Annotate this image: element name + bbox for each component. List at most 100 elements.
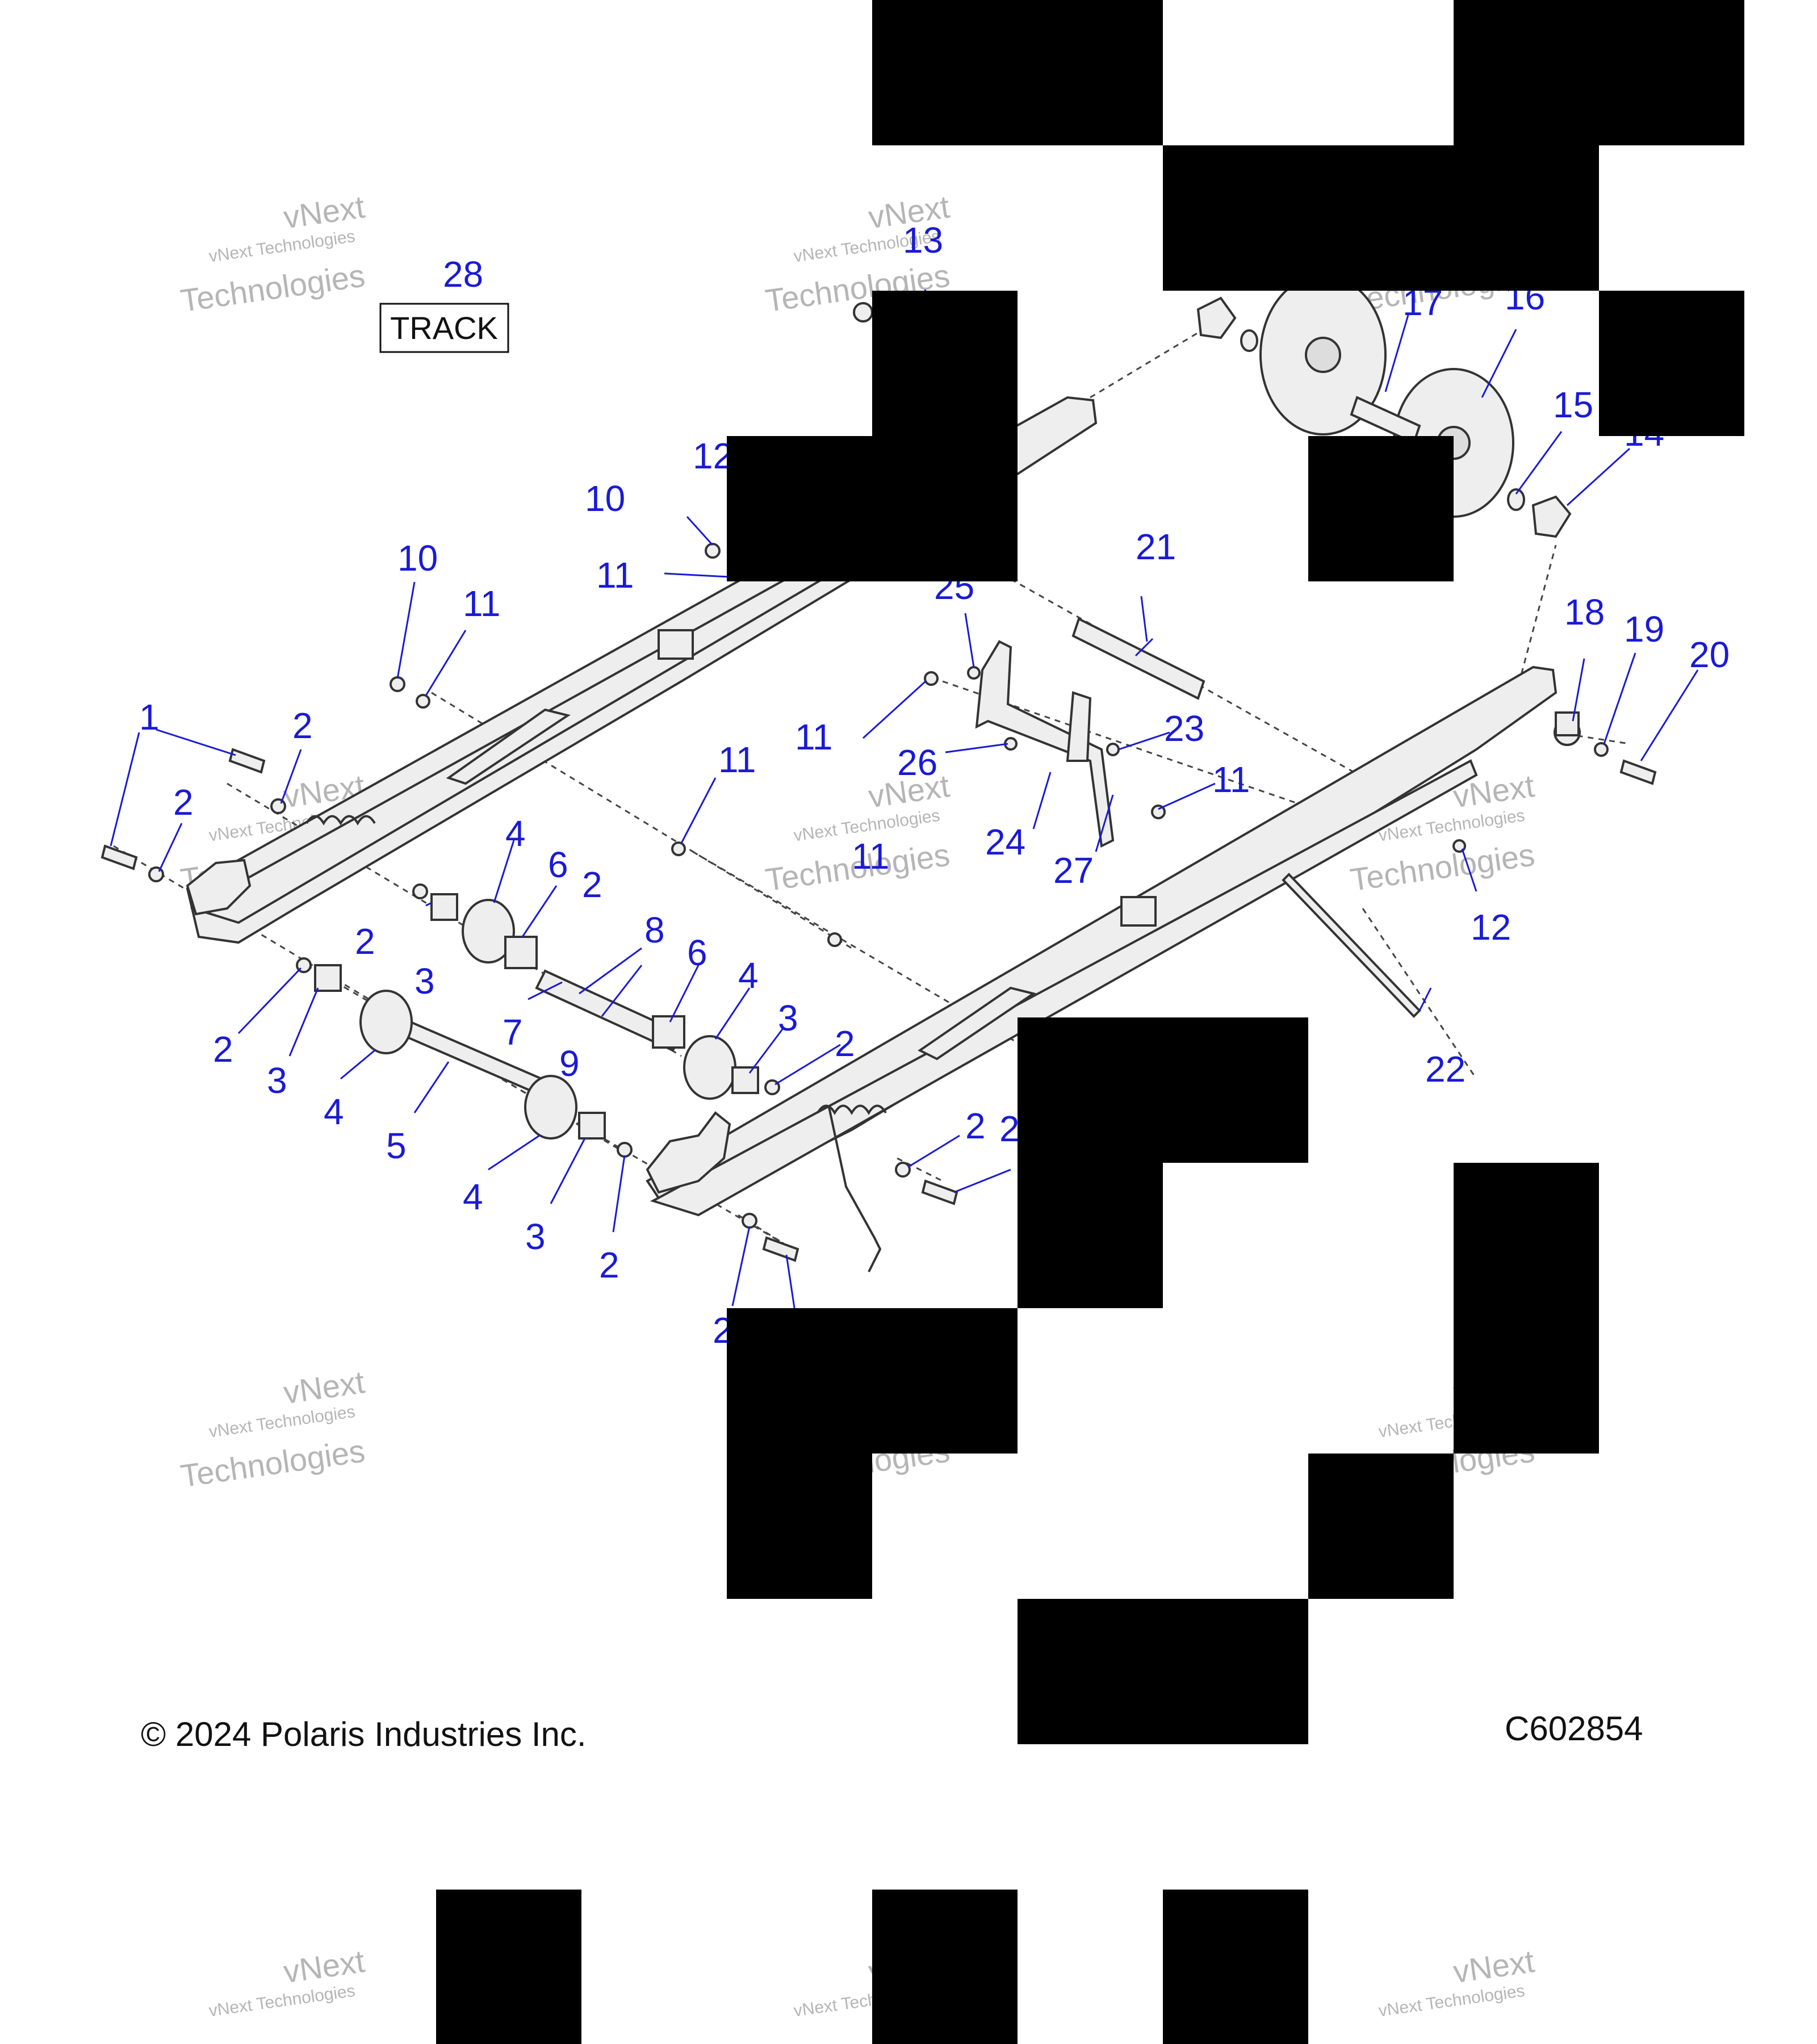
svg-text:vNext: vNext: [281, 1943, 367, 1989]
bolt-1: [228, 748, 266, 774]
callout: 19: [1624, 609, 1664, 650]
nut-25: [967, 666, 981, 680]
left-rail-brace: [446, 708, 571, 785]
callout: 24: [985, 822, 1025, 862]
leader-lines: [110, 289, 1699, 1312]
spacer-6: [652, 1015, 685, 1049]
svg-text:vNext: vNext: [281, 189, 367, 235]
callout: 11: [463, 583, 500, 624]
track-box: [379, 303, 509, 353]
callout: 15: [1553, 384, 1593, 425]
leader-line: [945, 743, 1008, 753]
leader-line: [527, 981, 563, 1000]
washer: [1240, 329, 1258, 352]
cross-bolt-22: [1282, 873, 1421, 1018]
leader-line: [237, 967, 302, 1034]
leader-line: [1566, 447, 1631, 506]
axle-7: [535, 969, 683, 1052]
wheel-4: [359, 990, 413, 1054]
spacer-6: [504, 936, 538, 969]
leader-line: [1384, 315, 1409, 392]
left-spring: [305, 815, 376, 826]
callout: 27: [1053, 850, 1094, 891]
redaction-block: [1599, 291, 1744, 436]
assembly-line: [897, 1157, 943, 1182]
redaction-block: [872, 291, 1018, 436]
spacer-3: [578, 1112, 606, 1140]
svg-text:vNext Technologies: vNext Technologies: [208, 1982, 357, 2021]
callout: 3: [525, 1216, 546, 1257]
leader-line: [862, 680, 927, 739]
washer-11: [671, 841, 686, 856]
spacer-3: [314, 964, 342, 992]
leader-line: [1481, 329, 1517, 398]
diagram-code: C602854: [1505, 1710, 1643, 1748]
assembly-line: [1362, 908, 1477, 1079]
right-rail-slide: [650, 759, 1478, 1217]
watermark: vNext Technologies vNext Technologies: [178, 1364, 367, 1494]
leader-line: [908, 1134, 960, 1168]
callout: 11: [1212, 759, 1250, 800]
watermark: vNext Technologies vNext: [208, 1943, 367, 2021]
svg-text:vNext: vNext: [1451, 1943, 1537, 1989]
callout: 11: [718, 739, 756, 780]
callout: 20: [1689, 634, 1730, 675]
bolt: [921, 1179, 958, 1205]
wheel-4: [683, 1035, 736, 1100]
leader-line: [110, 732, 140, 847]
callout: 5: [386, 1125, 407, 1166]
watermark: vNext Technologies vNext: [1378, 1943, 1537, 2021]
callout: 4: [505, 813, 526, 854]
callout: 4: [324, 1091, 344, 1132]
leader-line: [748, 1027, 785, 1074]
nut-10: [390, 676, 405, 692]
leader-line: [158, 823, 183, 872]
svg-text:Technologies: Technologies: [178, 257, 367, 319]
washer-2: [148, 866, 164, 882]
redaction-block: [1163, 1890, 1308, 2044]
redaction-block: [1308, 436, 1454, 581]
washer-11: [827, 932, 842, 947]
callout: 6: [548, 844, 568, 885]
callout: 10: [397, 538, 438, 579]
leader-line: [425, 630, 467, 696]
leader-line: [396, 581, 416, 679]
front-axle-assembly: [314, 893, 759, 1140]
callout: 2: [213, 1029, 233, 1070]
redaction-block: [1163, 145, 1599, 291]
washer-2: [617, 1142, 633, 1158]
leader-line: [280, 749, 302, 804]
callout: 8: [644, 910, 665, 950]
left-rail-stop: [658, 629, 694, 660]
svg-text:vNext Technologies: vNext Technologies: [1378, 1982, 1526, 2021]
cross-shafts: [975, 617, 1581, 1018]
leader-line: [714, 987, 751, 1040]
spring-rod: [828, 1107, 882, 1272]
washer-2: [742, 1213, 757, 1229]
nut-10: [705, 543, 721, 559]
cross-shaft-21: [1071, 617, 1205, 700]
axle-cap-left: [1196, 296, 1237, 340]
redaction-block: [1018, 1599, 1308, 1744]
leader-line: [488, 1134, 540, 1171]
hardware: [101, 302, 1657, 1262]
leader-line: [731, 1226, 751, 1306]
redaction-block: [727, 1308, 1018, 1454]
leader-line: [579, 947, 642, 995]
redaction-block: [1454, 0, 1744, 145]
leader-line: [686, 516, 714, 546]
redaction-blocks: [436, 0, 1744, 2044]
leader-line: [1158, 782, 1216, 810]
callout: 22: [1425, 1049, 1466, 1090]
callout: 12: [1471, 907, 1511, 948]
callout: 26: [897, 742, 937, 783]
idler-hub-left: [1305, 337, 1341, 373]
spacer-3: [430, 893, 458, 921]
callout: 7: [503, 1012, 523, 1053]
redaction-block: [872, 0, 1163, 145]
leader-line: [612, 1155, 626, 1233]
callout: 4: [463, 1176, 483, 1217]
callout: 2: [582, 864, 602, 905]
redaction-block: [1454, 1163, 1599, 1454]
